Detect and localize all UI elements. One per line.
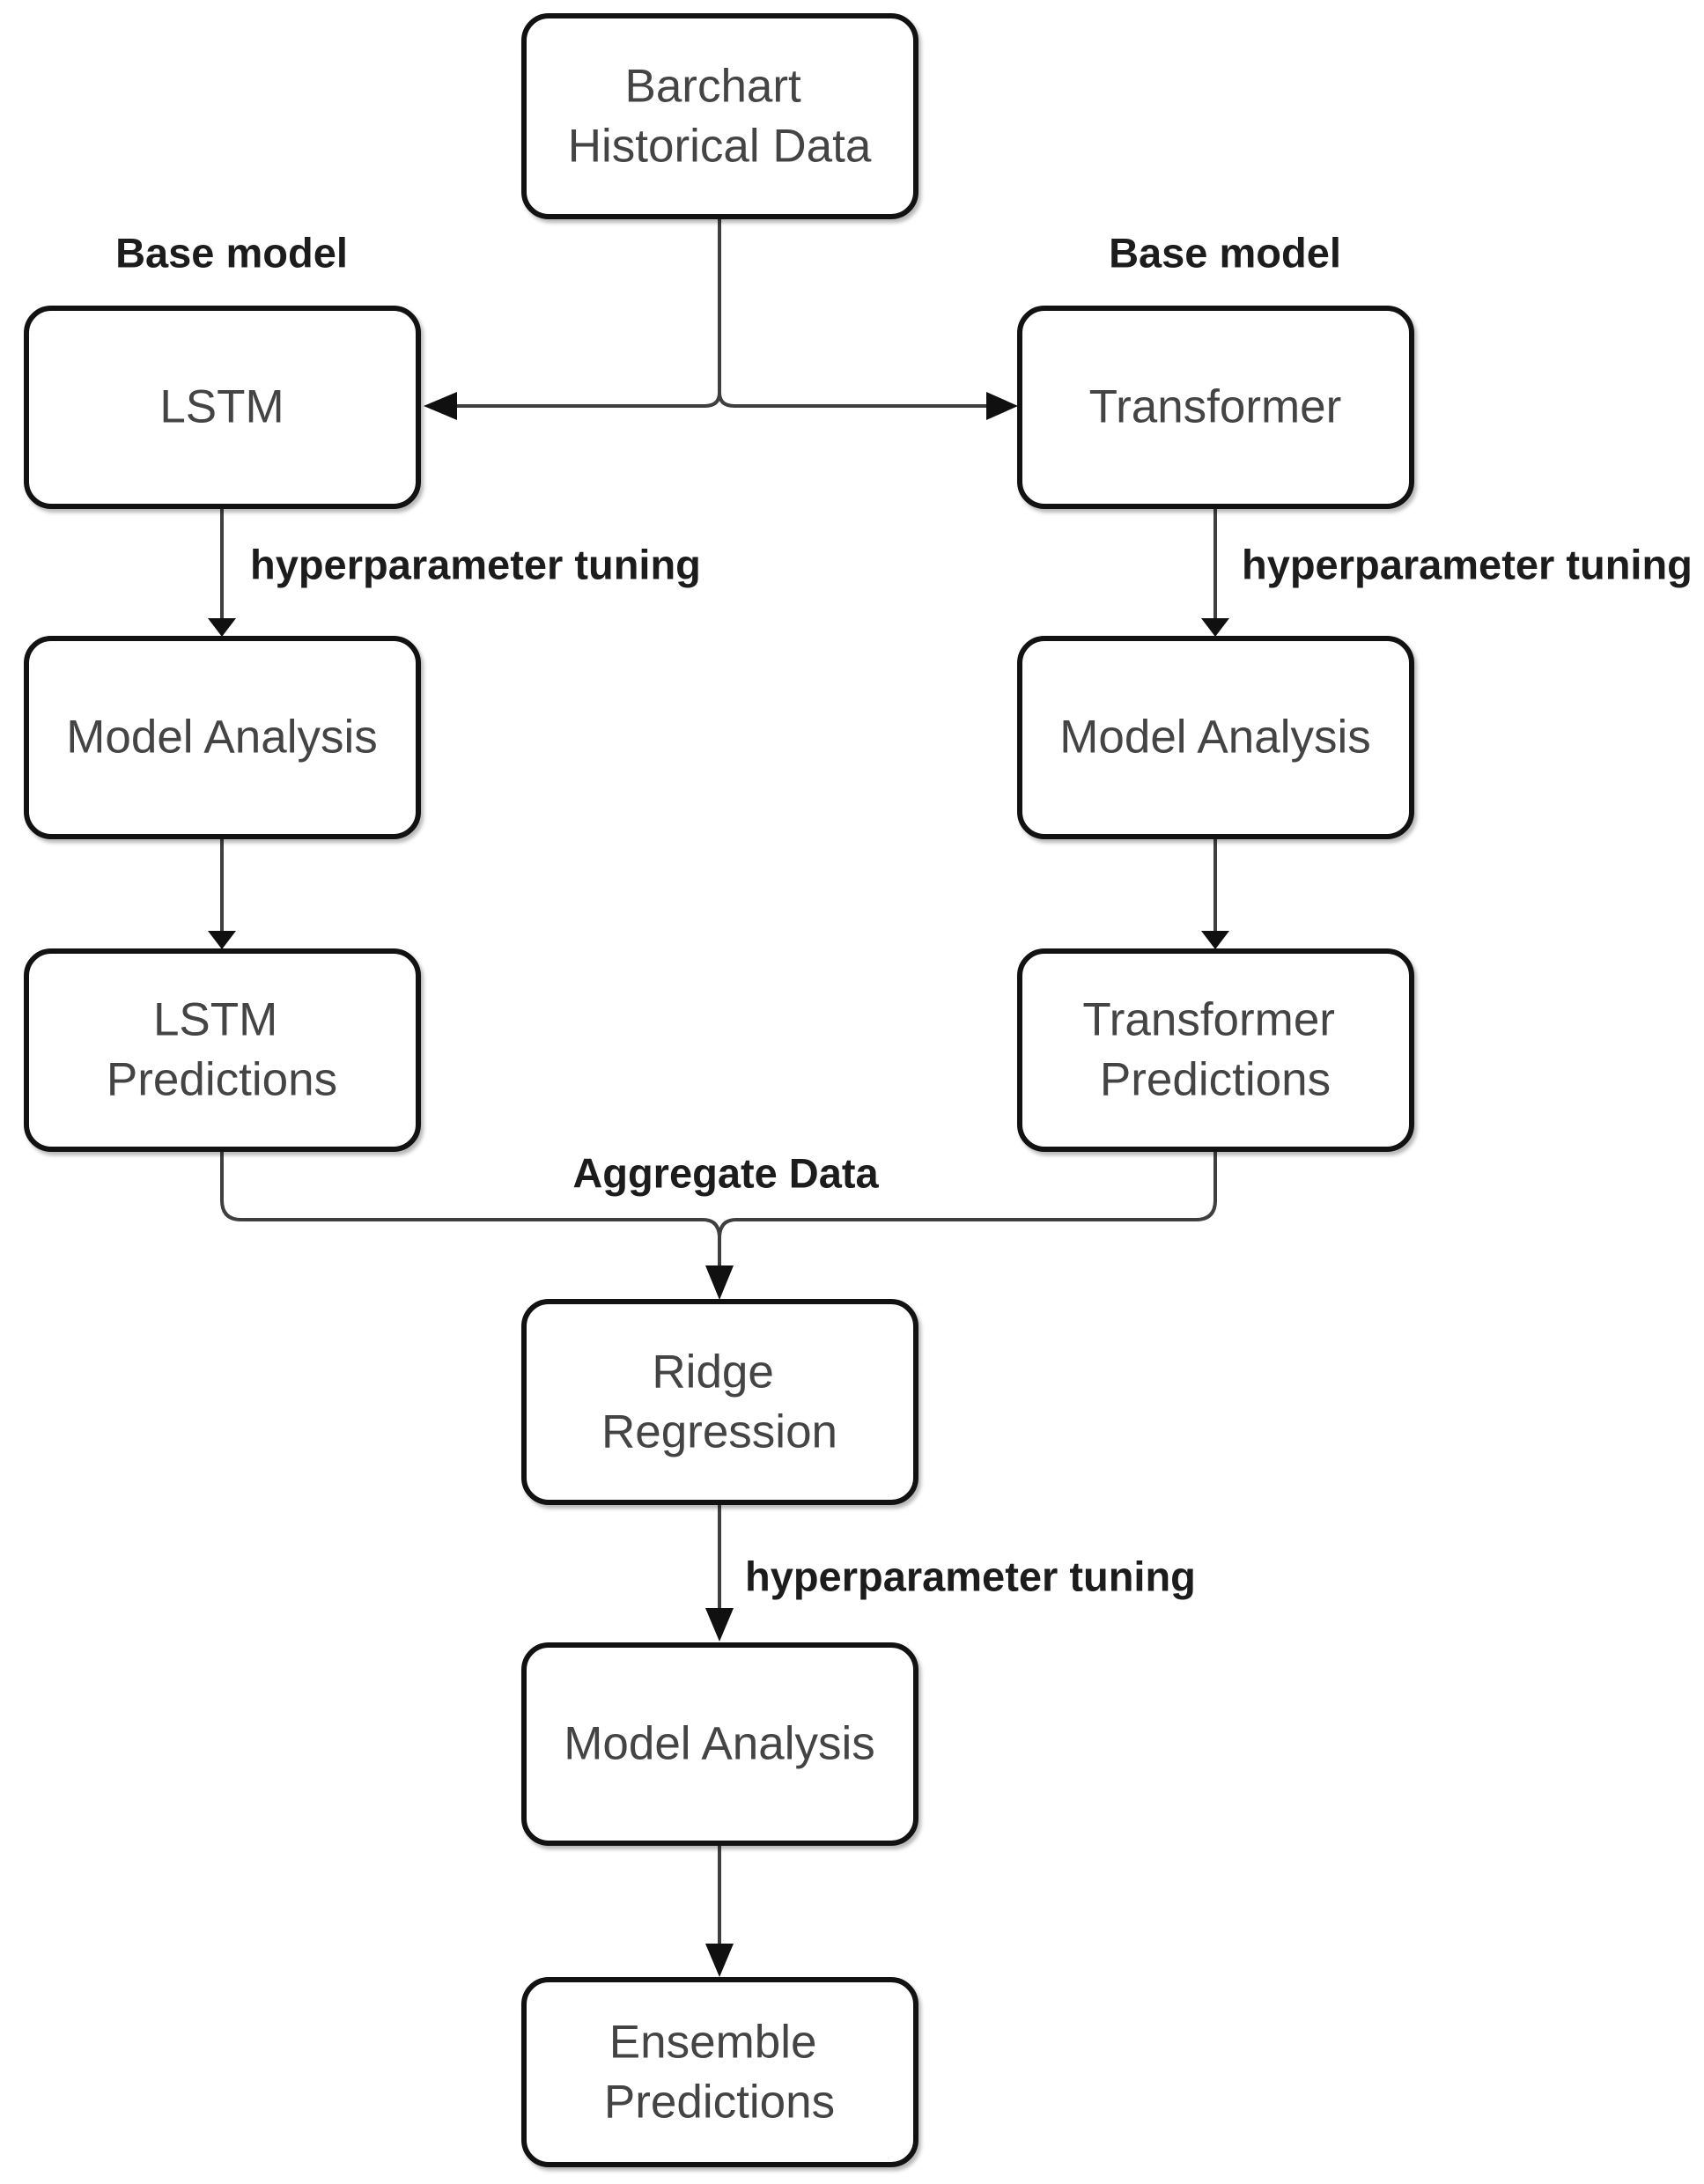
node-barchart-historical-data: Barchart Historical Data — [521, 13, 918, 219]
edge-ridge-to-analysis — [705, 1504, 734, 1642]
ridge-model-analysis-label: Model Analysis — [564, 1718, 875, 1770]
edge-analysis-to-transformer-predictions — [1201, 838, 1229, 949]
edge-lstm-to-analysis — [208, 508, 236, 637]
base-model-left-label: Base model — [115, 230, 348, 277]
transformer-model-analysis-label: Model Analysis — [1059, 712, 1371, 764]
edge-transformer-to-analysis — [1201, 508, 1229, 637]
ridge-regression-box — [521, 1299, 918, 1505]
lstm-model-analysis-label: Model Analysis — [66, 712, 378, 764]
ensemble-predictions-label: Ensemble Predictions — [604, 2001, 835, 2129]
node-ridge-model-analysis: Model Analysis — [521, 1642, 918, 1846]
arrowhead-into-ensemble-predictions — [705, 1944, 734, 1977]
transformer-predictions-label: Transformer Predictions — [1082, 978, 1347, 1106]
base-model-right-label: Base model — [1109, 230, 1341, 277]
lstm-predictions-label: LSTM Predictions — [107, 978, 337, 1106]
node-ensemble-predictions: Ensemble Predictions — [521, 1977, 918, 2167]
ensemble-predictions-box — [521, 1977, 918, 2167]
edge-analysis-to-ensemble — [705, 1845, 734, 1977]
lstm-model-analysis-box — [24, 636, 421, 839]
transformer-label: Transformer — [1089, 381, 1342, 433]
node-lstm-predictions: LSTM Predictions — [24, 948, 421, 1152]
arrowhead-into-transformer-analysis — [1201, 618, 1229, 637]
transformer-box — [1017, 306, 1414, 509]
ridge-model-analysis-box — [521, 1642, 918, 1846]
arrowhead-into-transformer — [986, 392, 1018, 420]
node-lstm-model-analysis: Model Analysis — [24, 636, 421, 839]
annotations-layer: Base model Base model hyperparameter tun… — [115, 230, 1693, 1600]
node-transformer-model-analysis: Model Analysis — [1017, 636, 1414, 839]
node-transformer-predictions: Transformer Predictions — [1017, 948, 1414, 1152]
lstm-predictions-box — [24, 948, 421, 1152]
barchart-historical-data-box — [521, 13, 918, 219]
node-lstm: LSTM — [24, 306, 421, 509]
edge-analysis-to-lstm-predictions — [208, 838, 236, 949]
arrowhead-into-lstm-predictions — [208, 931, 236, 949]
arrowhead-into-ridge-analysis — [705, 1608, 734, 1642]
arrowhead-into-lstm — [424, 392, 457, 420]
lstm-label: LSTM — [159, 381, 284, 433]
hyperparameter-tuning-bottom-label: hyperparameter tuning — [745, 1553, 1196, 1600]
node-ridge-regression: Ridge Regression — [521, 1299, 918, 1505]
hyperparameter-tuning-right-label: hyperparameter tuning — [1242, 542, 1693, 588]
arrowhead-into-ridge-regression — [705, 1265, 734, 1300]
edge-merge-right-line — [718, 1151, 1217, 1239]
transformer-model-analysis-box — [1017, 636, 1414, 839]
edge-merge-left-line — [220, 1151, 721, 1239]
arrowhead-into-lstm-analysis — [208, 618, 236, 637]
edge-fork-left-line — [457, 392, 721, 408]
nodes-layer: Barchart Historical Data LSTM Transforme… — [24, 13, 1414, 2167]
edges-layer — [208, 217, 1229, 1977]
barchart-historical-data-label: Barchart Historical Data — [568, 45, 872, 173]
hyperparameter-tuning-left-label: hyperparameter tuning — [250, 542, 701, 588]
transformer-predictions-box — [1017, 948, 1414, 1152]
lstm-box — [24, 306, 421, 509]
edge-merge-to-ridge — [220, 1151, 1217, 1300]
node-transformer: Transformer — [1017, 306, 1414, 509]
aggregate-data-label: Aggregate Data — [572, 1150, 879, 1197]
arrowhead-into-transformer-predictions — [1201, 931, 1229, 949]
edge-fork-right-line — [718, 392, 986, 408]
edge-data-to-base-models — [424, 217, 1018, 420]
ridge-regression-label: Ridge Regression — [601, 1331, 837, 1458]
